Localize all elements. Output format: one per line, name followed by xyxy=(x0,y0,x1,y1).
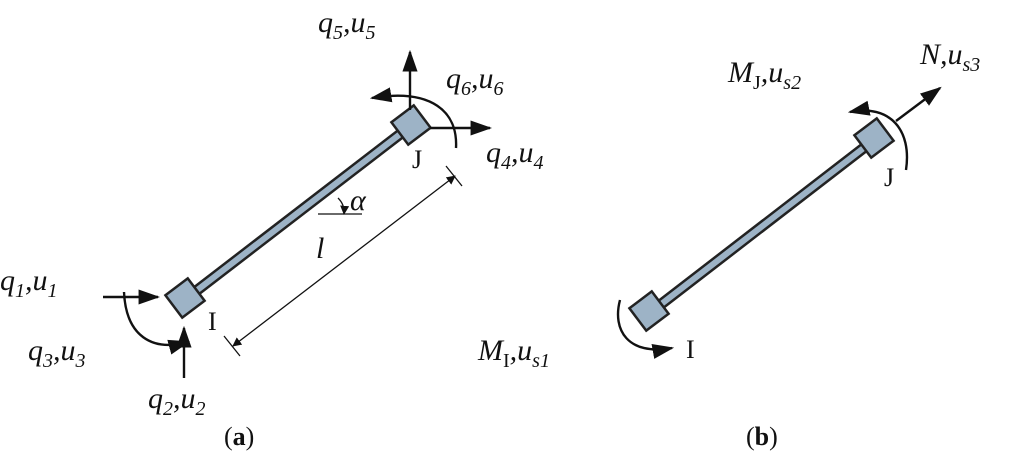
angle-label: α xyxy=(350,184,367,217)
node-i-label-b: I xyxy=(686,335,695,364)
node-j-label-b: J xyxy=(884,163,894,192)
mi-label: MI,us1 xyxy=(477,334,550,372)
node-i-a xyxy=(163,276,207,320)
svg-text:N,us3: N,us3 xyxy=(919,38,980,76)
svg-text:MI,us1: MI,us1 xyxy=(477,334,550,372)
node-i-label-a: I xyxy=(208,307,217,336)
q1-label: q1,u1 xyxy=(0,264,58,302)
n-label: N,us3 xyxy=(919,38,980,76)
node-i-b xyxy=(627,289,671,333)
node-j-label-a: J xyxy=(412,145,422,174)
panel-b: I J MJ,us2 N,us3 MI,us1 (b) xyxy=(477,38,980,451)
q5-label: q5,u5 xyxy=(318,6,376,44)
caption-b: (b) xyxy=(746,422,778,451)
svg-text:q1,u1: q1,u1 xyxy=(0,264,58,302)
mj-label: MJ,us2 xyxy=(727,56,801,94)
node-j-b xyxy=(852,116,896,160)
n-axial-arrow xyxy=(895,86,942,122)
svg-text:q5,u5: q5,u5 xyxy=(318,6,376,44)
q2-label: q2,u2 xyxy=(148,382,206,420)
member-b xyxy=(647,135,878,317)
q6-moment-arrow xyxy=(369,87,458,149)
svg-text:q3,u3: q3,u3 xyxy=(28,334,86,372)
member-a xyxy=(183,120,416,303)
angle-arc xyxy=(337,197,350,215)
caption-a: (a) xyxy=(224,422,254,451)
q3-label: q3,u3 xyxy=(28,334,86,372)
panel-a: α l I J q1,u1 q3,u3 q2,u2 q4,u4 xyxy=(0,6,544,451)
node-j-a xyxy=(389,103,433,147)
length-label: l xyxy=(316,232,324,265)
dimension-tick-j xyxy=(445,165,463,187)
q4-label: q4,u4 xyxy=(486,136,544,174)
svg-text:q4,u4: q4,u4 xyxy=(486,136,544,174)
svg-text:MJ,us2: MJ,us2 xyxy=(727,56,801,94)
svg-text:q6,u6: q6,u6 xyxy=(446,62,504,100)
svg-text:q2,u2: q2,u2 xyxy=(148,382,206,420)
mj-moment-arrow xyxy=(847,100,909,171)
q6-label: q6,u6 xyxy=(446,62,504,100)
dimension-tick-i xyxy=(223,335,241,357)
q3-moment-arrow xyxy=(122,291,191,355)
mi-moment-arrow xyxy=(616,299,675,359)
dimension-line xyxy=(232,175,456,347)
